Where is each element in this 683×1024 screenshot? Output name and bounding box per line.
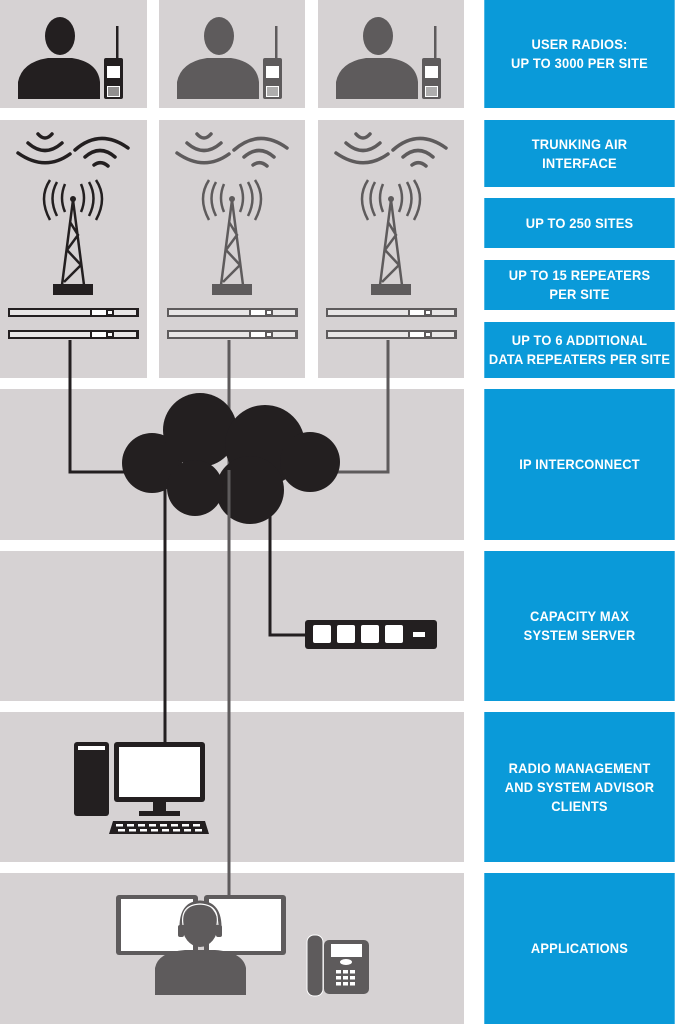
repeater-icon <box>326 330 457 339</box>
clients-panel <box>0 712 464 862</box>
repeater-icon <box>8 308 139 317</box>
radio-waves-icon <box>16 132 130 168</box>
radio-tower-icon <box>360 179 422 295</box>
cloud-icon <box>122 393 340 524</box>
site3-panel <box>318 120 464 378</box>
repeater-icon <box>167 330 298 339</box>
label-line: CLIENTS <box>551 797 608 814</box>
repeater-icon <box>8 330 139 339</box>
label-trunking-air-interface: TRUNKING AIR INTERFACE <box>484 120 675 187</box>
server-icon <box>305 620 437 649</box>
repeater-icon <box>167 308 298 317</box>
label-line: CAPACITY MAX <box>529 608 630 624</box>
person-icon <box>336 17 418 99</box>
site-1 <box>8 17 139 339</box>
site2-panel <box>159 120 305 378</box>
label-line: INTERFACE <box>542 154 617 171</box>
radio-tower-icon <box>201 179 263 295</box>
label-sites: UP TO 250 SITES <box>484 198 675 248</box>
site1-panel <box>0 120 147 378</box>
label-line: AND SYSTEM ADVISOR <box>504 778 655 795</box>
label-line: UP TO 15 REPEATERS <box>508 267 651 283</box>
person-icon <box>18 17 100 99</box>
desktop-computer-icon <box>74 742 209 834</box>
portable-radio-icon <box>422 26 441 99</box>
label-line: DATA REPEATERS PER SITE <box>488 351 671 367</box>
radio-tower-icon <box>42 179 104 295</box>
label-ip-interconnect: IP INTERCONNECT <box>484 389 675 540</box>
server-link <box>268 490 306 637</box>
label-data-repeaters: UP TO 6 ADDITIONAL DATA REPEATERS PER SIT… <box>484 322 675 378</box>
site-2 <box>167 17 298 339</box>
label-line: PER SITE <box>549 286 610 302</box>
person-icon <box>177 17 259 99</box>
portable-radio-icon <box>104 26 123 99</box>
label-line: TRUNKING AIR <box>531 135 628 152</box>
radio-waves-icon <box>175 132 289 168</box>
dispatcher-headset-icon <box>116 895 286 995</box>
desk-phone-icon <box>306 934 369 997</box>
site-3 <box>326 17 457 339</box>
label-line: RADIO MANAGEMENT <box>508 759 651 776</box>
site3-link <box>325 340 390 474</box>
label-line: IP INTERCONNECT <box>519 456 640 472</box>
label-line: UP TO 250 SITES <box>525 214 634 231</box>
label-line: UP TO 3000 PER SITE <box>511 55 648 71</box>
label-applications: APPLICATIONS <box>484 873 675 1024</box>
portable-radio-icon <box>263 26 282 99</box>
label-clients: RADIO MANAGEMENT AND SYSTEM ADVISOR CLIENT… <box>484 712 675 862</box>
label-repeaters: UP TO 15 REPEATERS PER SITE <box>484 260 675 310</box>
label-line: USER RADIOS: <box>531 36 628 52</box>
label-user-radios: USER RADIOS: UP TO 3000 PER SITE <box>484 0 675 108</box>
label-line: SYSTEM SERVER <box>523 627 636 643</box>
repeater-icon <box>326 308 457 317</box>
label-system-server: CAPACITY MAX SYSTEM SERVER <box>484 551 675 701</box>
radio-waves-icon <box>334 132 448 168</box>
site1-link <box>68 340 135 474</box>
label-line: APPLICATIONS <box>530 940 629 956</box>
label-line: UP TO 6 ADDITIONAL <box>511 332 648 348</box>
